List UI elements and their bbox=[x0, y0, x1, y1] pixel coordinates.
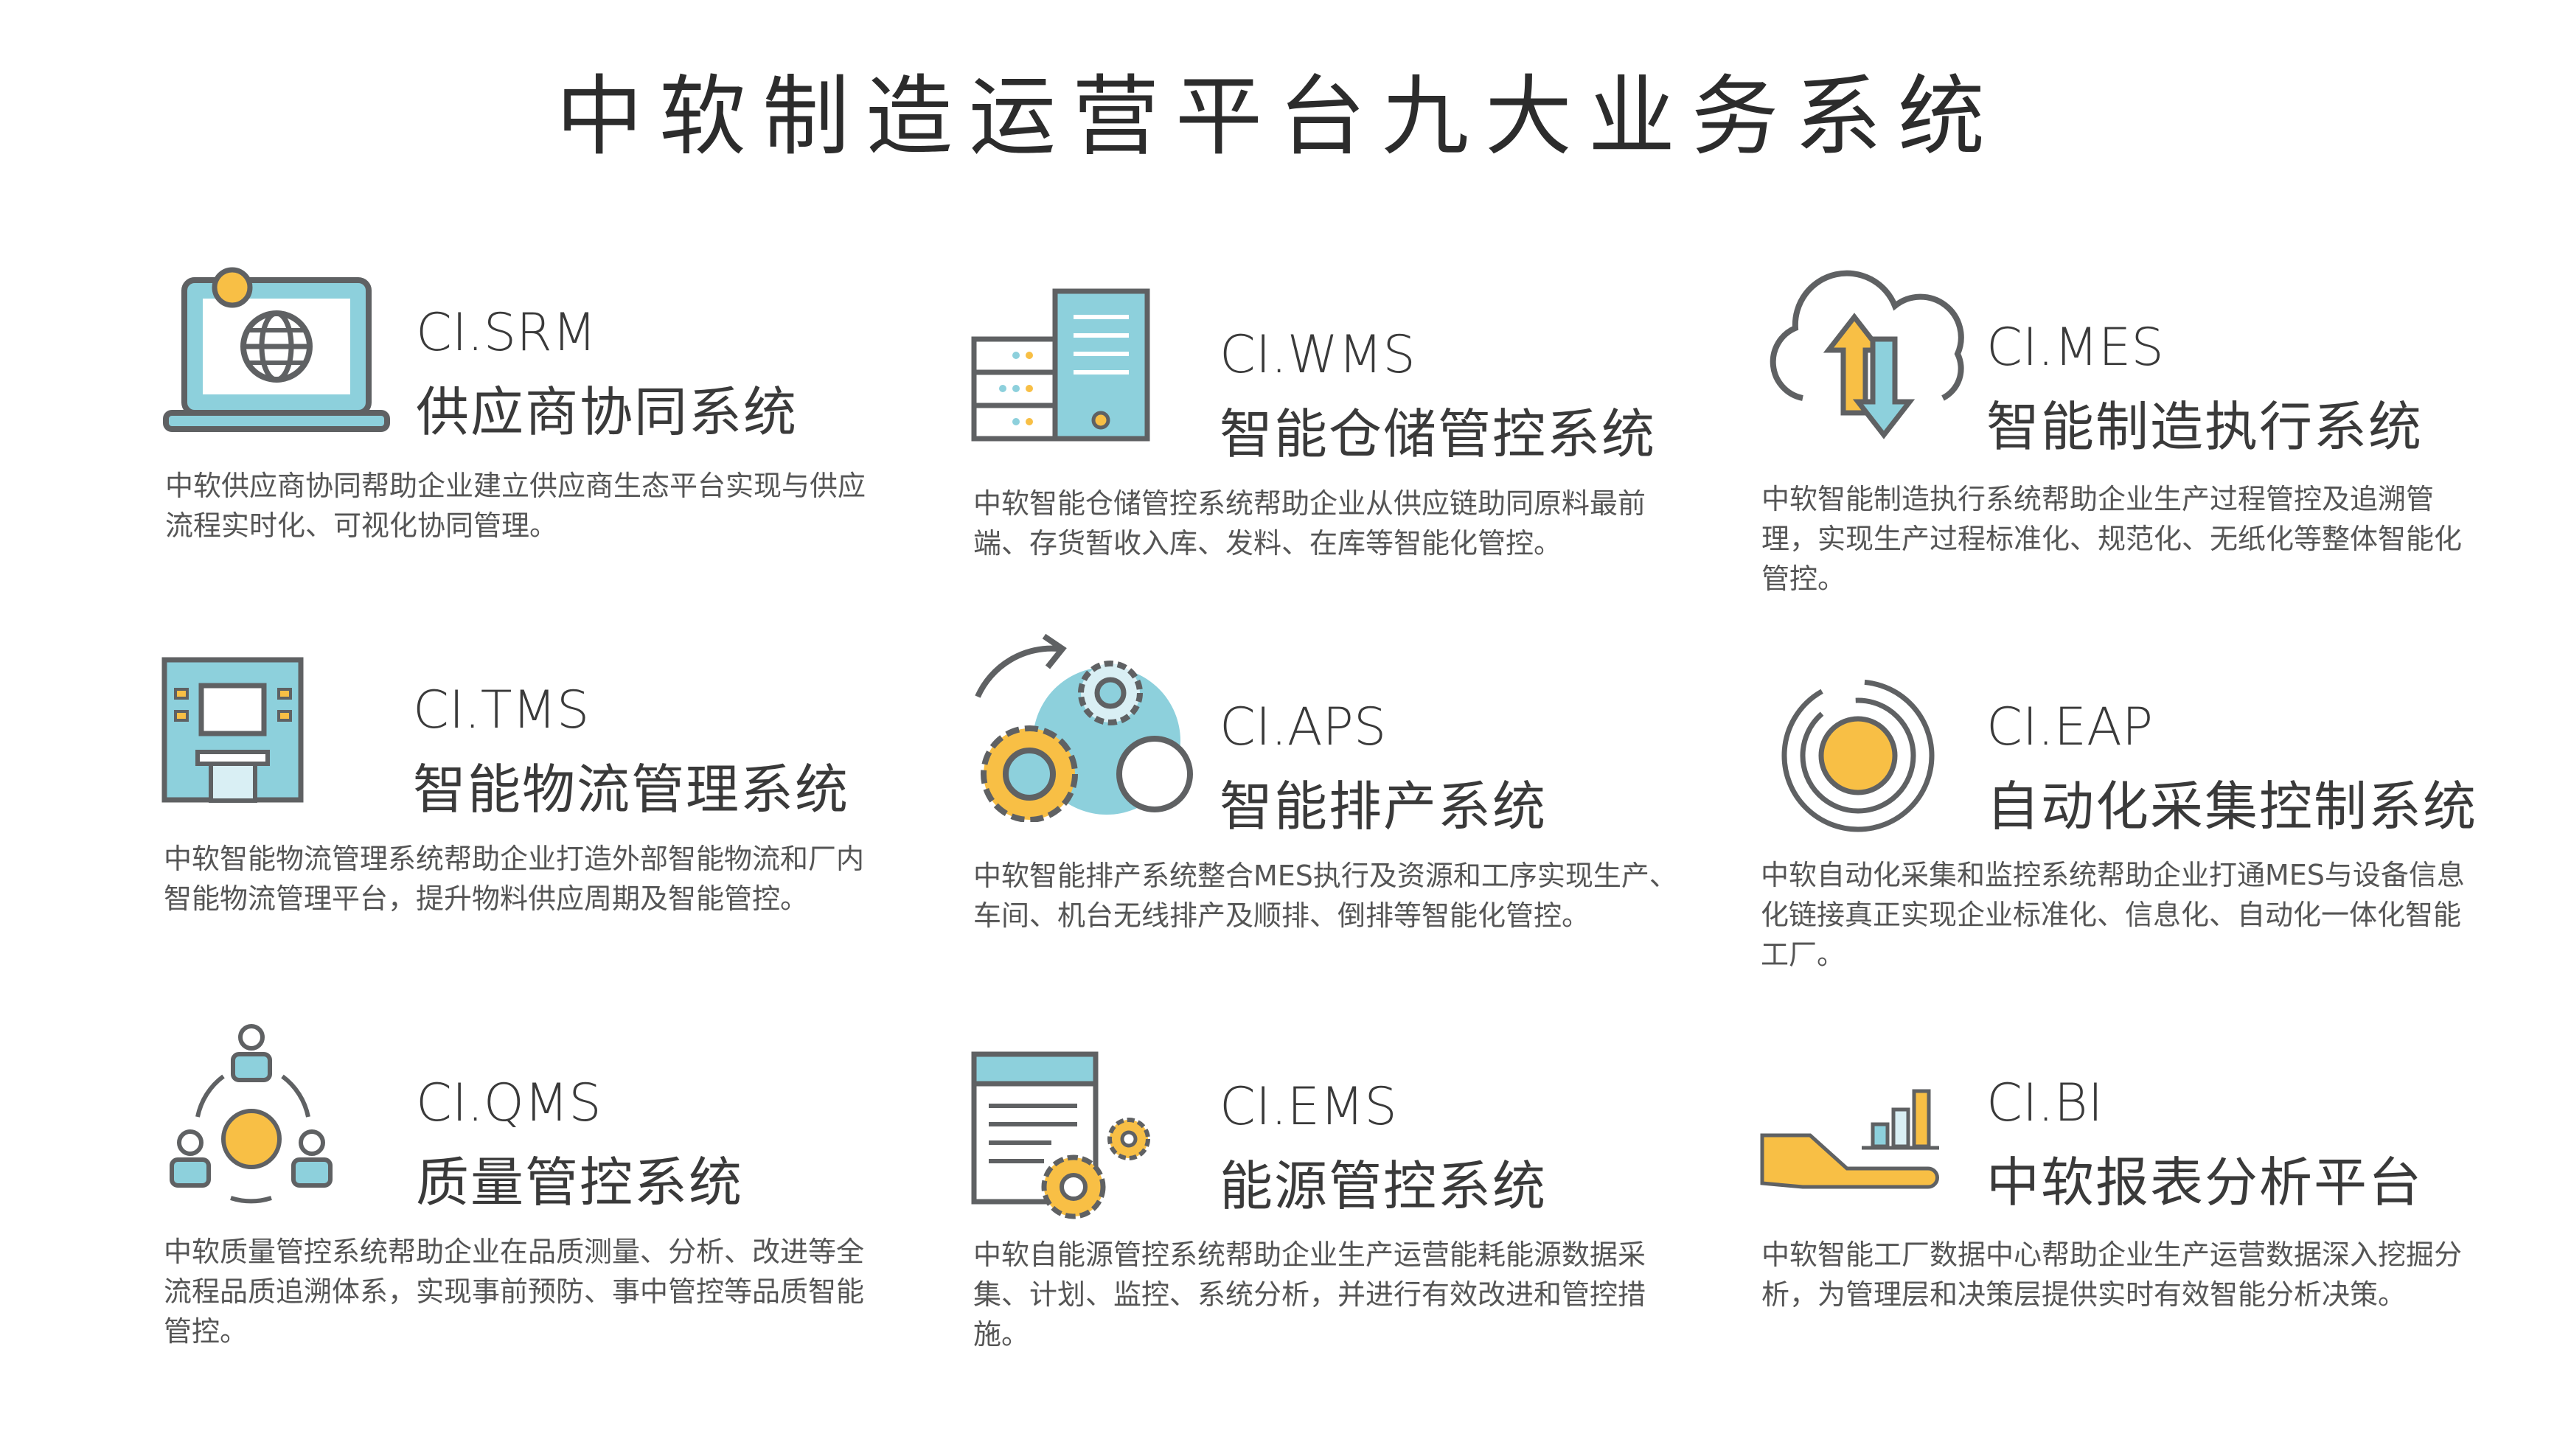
system-code: CI.MES bbox=[1986, 317, 2164, 377]
system-name: 供应商协同系统 bbox=[416, 381, 799, 443]
team-cycle-icon bbox=[170, 1024, 333, 1204]
system-description: 中软智能物流管理系统帮助企业打造外部智能物流和厂内智能物流管理平台，提升物料供应… bbox=[164, 843, 865, 915]
system-card-bi: CI.BI 中软报表分析平台 中软智能工厂数据中心帮助企业生产运营数据深入挖掘分… bbox=[1758, 1073, 2496, 1456]
system-description: 中软供应商协同帮助企业建立供应商生态平台实现与供应流程实时化、可视化协同管理。 bbox=[165, 470, 866, 542]
system-name: 中软报表分析平台 bbox=[1986, 1152, 2424, 1213]
system-code: CI.EMS bbox=[1220, 1076, 1397, 1137]
system-card-tms: CI.TMS 智能物流管理系统 中软智能物流管理系统帮助企业打造外部智能物流和厂… bbox=[161, 656, 898, 1039]
system-name: 能源管控系统 bbox=[1220, 1155, 1548, 1217]
system-card-srm: CI.SRM 供应商协同系统 中软供应商协同帮助企业建立供应商生态平台实现与供应… bbox=[162, 265, 900, 649]
system-card-ems: CI.EMS 能源管控系统 中软自能源管控系统帮助企业生产运营能耗能源数据采集、… bbox=[970, 1051, 1708, 1434]
cloud-sync-icon bbox=[1770, 270, 1964, 439]
system-name: 自动化采集控制系统 bbox=[1986, 776, 2478, 837]
system-description: 中软自能源管控系统帮助企业生产运营能耗能源数据采集、计划、监控、系统分析，并进行… bbox=[973, 1239, 1646, 1351]
system-description: 中软智能仓储管控系统帮助企业从供应链助同原料最前端、存货暂收入库、发料、在库等智… bbox=[973, 487, 1646, 560]
hand-chart-icon bbox=[1760, 1089, 1939, 1189]
system-card-aps: CI.APS 智能排产系统 中软智能排产系统整合MES执行及资源和工序实现生产、… bbox=[970, 630, 1708, 1014]
system-description: 中软自动化采集和监控系统帮助企业打通MES与设备信息化链接真正实现企业标准化、信… bbox=[1761, 859, 2465, 971]
system-code: CI.BI bbox=[1986, 1073, 2104, 1133]
system-card-qms: CI.QMS 质量管控系统 中软质量管控系统帮助企业在品质测量、分析、改进等全流… bbox=[161, 1021, 898, 1404]
system-code: CI.WMS bbox=[1220, 324, 1416, 385]
system-code: CI.APS bbox=[1220, 697, 1387, 757]
system-card-wms: CI.WMS 智能仓储管控系统 中软智能仓储管控系统帮助企业从供应链助同原料最前… bbox=[970, 280, 1708, 663]
system-description: 中软智能工厂数据中心帮助企业生产运营数据深入挖掘分析，为管理层和决策层提供实时有… bbox=[1761, 1239, 2463, 1311]
system-description: 中软智能制造执行系统帮助企业生产过程管控及追溯管理，实现生产过程标准化、规范化、… bbox=[1761, 483, 2463, 595]
server-rack-icon bbox=[971, 288, 1150, 442]
system-name: 智能制造执行系统 bbox=[1986, 396, 2424, 458]
cycle-icon bbox=[1781, 679, 1935, 832]
system-name: 智能物流管理系统 bbox=[413, 759, 850, 821]
system-code: CI.SRM bbox=[416, 302, 597, 363]
gears-icon bbox=[975, 633, 1193, 822]
system-description: 中软智能排产系统整合MES执行及资源和工序实现生产、车间、机台无线排产及顺排、倒… bbox=[973, 860, 1677, 932]
system-card-eap: CI.EAP 自动化采集控制系统 中软自动化采集和监控系统帮助企业打通MES与设… bbox=[1761, 671, 2514, 1054]
page-title: 中软制造运营平台九大业务系统 bbox=[555, 66, 2001, 167]
laptop-globe-icon bbox=[163, 267, 390, 432]
system-name: 智能排产系统 bbox=[1220, 776, 1548, 837]
system-code: CI.TMS bbox=[413, 680, 590, 740]
system-name: 智能仓储管控系统 bbox=[1220, 403, 1657, 465]
document-gears-icon bbox=[971, 1051, 1150, 1219]
system-code: CI.EAP bbox=[1986, 697, 2154, 757]
atm-machine-icon bbox=[161, 657, 304, 803]
system-name: 质量管控系统 bbox=[416, 1152, 744, 1213]
system-card-mes: CI.MES 智能制造执行系统 中软智能制造执行系统帮助企业生产过程管控及追溯管… bbox=[1758, 265, 2496, 649]
system-description: 中软质量管控系统帮助企业在品质测量、分析、改进等全流程品质追溯体系，实现事前预防… bbox=[164, 1236, 865, 1348]
system-code: CI.QMS bbox=[416, 1073, 602, 1133]
